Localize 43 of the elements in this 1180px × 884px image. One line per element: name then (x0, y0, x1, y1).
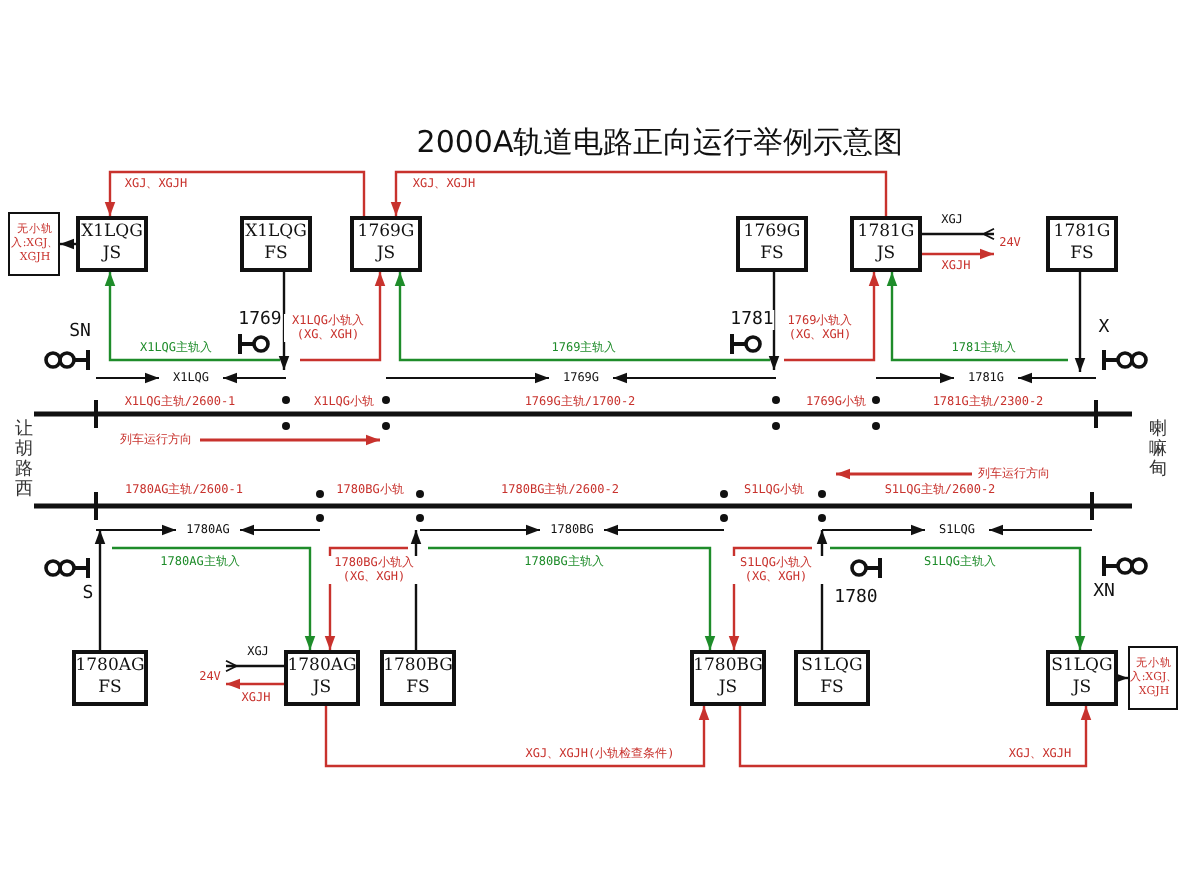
signal-name: XN (1093, 582, 1115, 602)
equipment-box: 1780BG FS (380, 650, 456, 706)
connector-arrow (394, 272, 770, 362)
connector-arrow (1074, 272, 1086, 372)
connector-arrow (300, 272, 386, 362)
equipment-box: S1LQG FS (794, 650, 870, 706)
connector-arrow (830, 546, 1086, 650)
connector-arrow (104, 272, 280, 362)
equipment-box: 1781G FS (1046, 216, 1118, 272)
equipment-box: 1769G FS (736, 216, 808, 272)
connector-arrow (738, 706, 1092, 768)
connector-arrow (60, 238, 76, 250)
connector-arrow (104, 170, 366, 216)
title: 2000A轨道电路正向运行举例示意图 (414, 124, 906, 162)
connector-arrow (886, 272, 1068, 362)
connector-arrow (390, 170, 888, 216)
equipment-box: S1LQG JS (1046, 650, 1118, 706)
signal-name: X (1098, 318, 1110, 338)
equipment-box: 1781G JS (850, 216, 922, 272)
connector-arrow (922, 248, 994, 260)
equipment-box: 1780AG FS (72, 650, 148, 706)
signal-name: 1781 (730, 310, 774, 330)
equipment-box: X1LQG JS (76, 216, 148, 272)
connector-arrow (922, 227, 995, 241)
equipment-box: 1780BG JS (690, 650, 766, 706)
connector-arrow (278, 272, 290, 370)
signal-name: S (82, 584, 94, 604)
connector-arrow (784, 272, 880, 362)
station-name: 让胡路西 (14, 420, 34, 500)
signal-name: 1769 (238, 310, 282, 330)
connector-arrow (94, 530, 106, 650)
equipment-box: X1LQG FS (240, 216, 312, 272)
equipment-box: 1769G JS (350, 216, 422, 272)
signal-name: 1780 (834, 588, 878, 608)
connector-arrow (1114, 672, 1128, 684)
connector-arrow (428, 546, 716, 650)
equipment-box: 1780AG JS (284, 650, 360, 706)
connector-arrow (225, 659, 284, 673)
station-name: 喇嘛甸 (1148, 420, 1168, 480)
signal-name: SN (69, 322, 91, 342)
connector-arrow (226, 678, 284, 690)
connector-arrow (112, 546, 316, 650)
connector-arrow (324, 706, 710, 768)
